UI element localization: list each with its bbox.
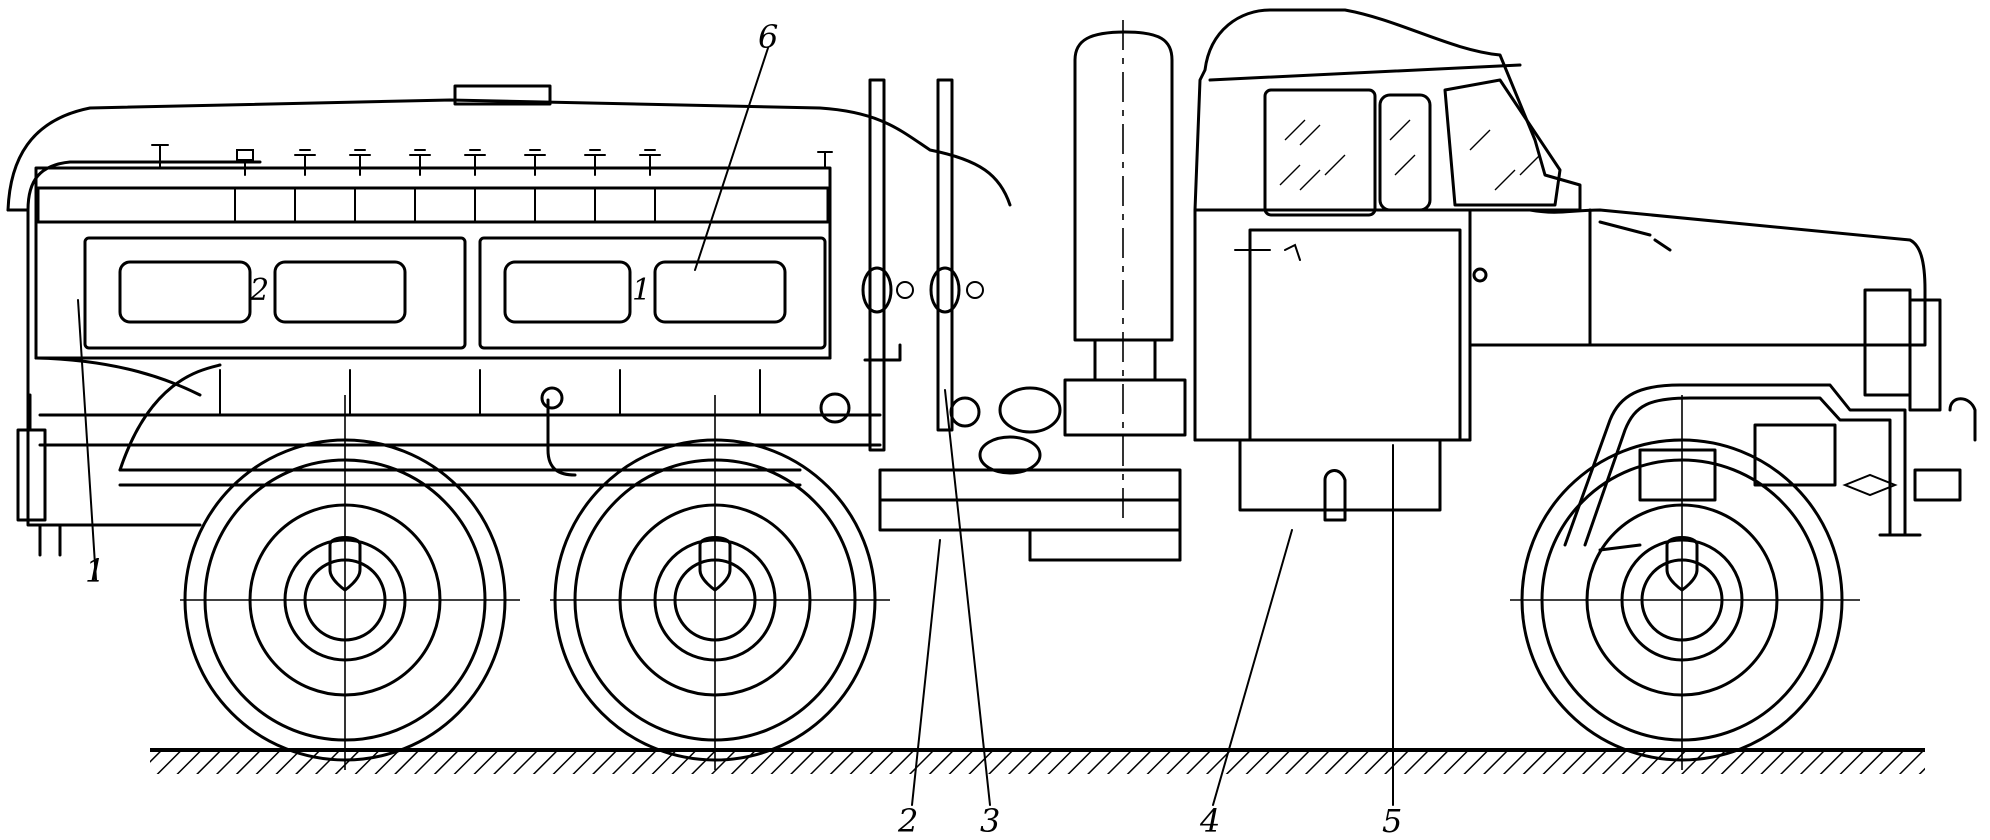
hood <box>1468 208 1977 552</box>
callout-3: 3 <box>980 802 1000 836</box>
leader-lines <box>77 47 1394 806</box>
top-valves <box>151 144 833 223</box>
rear-fender <box>118 363 222 472</box>
callout-5: 5 <box>1382 802 1402 836</box>
callout-1: 1 <box>85 552 105 590</box>
callout-6: 6 <box>758 18 778 56</box>
wheel-front <box>1510 395 1860 770</box>
cab <box>1193 8 1582 522</box>
valve-columns <box>861 78 1062 475</box>
ground <box>150 748 1925 774</box>
filter-canister <box>1063 20 1187 520</box>
callouts: 1 2 3 4 5 6 <box>85 18 1402 840</box>
fuel-tank <box>878 468 1182 562</box>
wheel-rear-1 <box>180 395 520 770</box>
callout-4: 4 <box>1199 802 1220 836</box>
callout-2: 2 <box>897 802 918 836</box>
compartment-label-2: 2 <box>249 273 269 308</box>
side-cabinets: 2 1 <box>83 236 827 350</box>
compartment-label-1: 1 <box>632 273 651 308</box>
wheel-rear-2 <box>550 395 890 770</box>
